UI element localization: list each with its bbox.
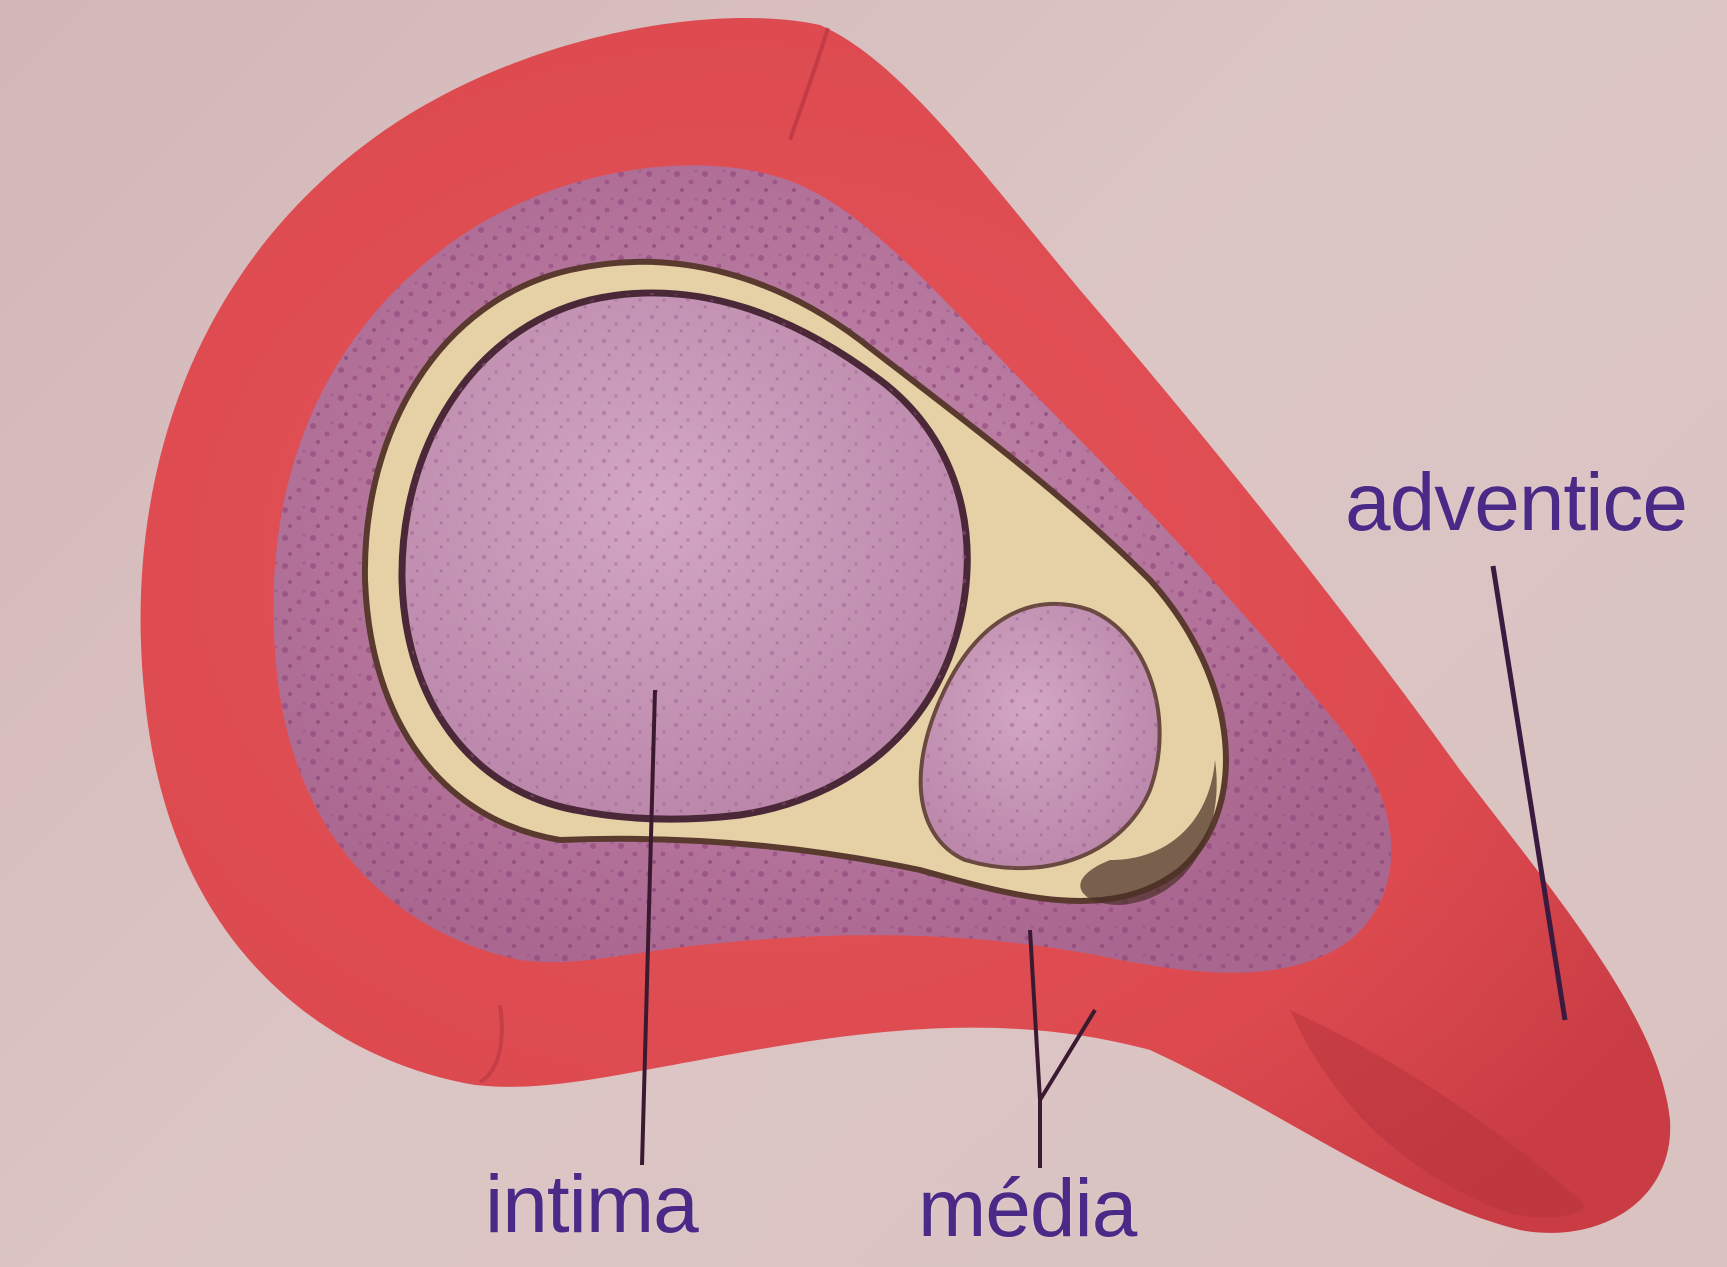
media-label: média <box>918 1168 1136 1250</box>
adventice-label: adventice <box>1345 462 1687 544</box>
intima-label: intima <box>485 1164 698 1246</box>
